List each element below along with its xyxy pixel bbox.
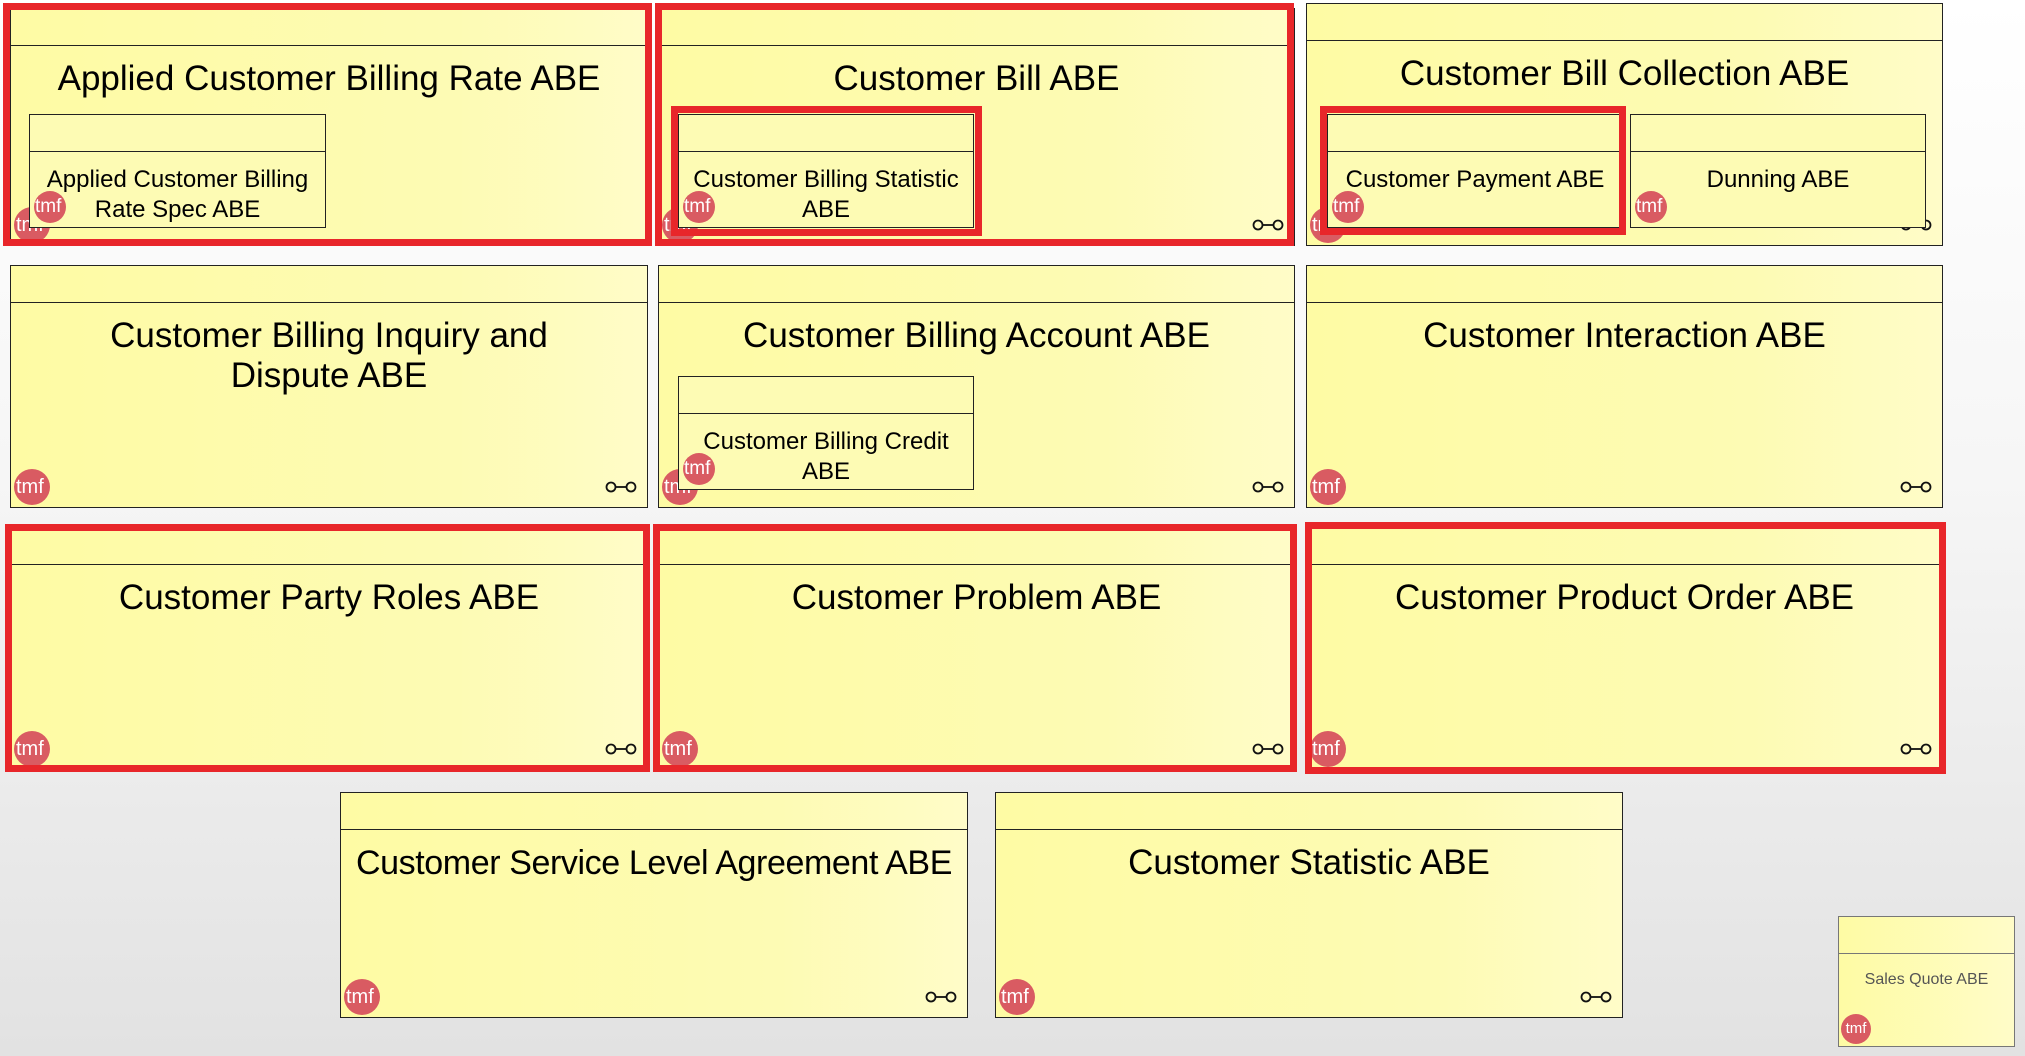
link-icon	[605, 481, 637, 493]
inner-header-tab	[1328, 115, 1622, 152]
link-icon	[1900, 743, 1932, 755]
abe-box-customer-statistic[interactable]: Customer Statistic ABE tmf	[995, 792, 1623, 1018]
box-header-tab	[1307, 266, 1942, 303]
abe-box-sales-quote[interactable]: Sales Quote ABE tmf	[1838, 916, 2015, 1047]
box-title: Sales Quote ABE	[1864, 971, 1989, 988]
tmf-logo-icon: tmf	[34, 191, 66, 223]
inner-box-label: Customer Billing Credit ABE	[703, 428, 949, 485]
tmf-logo-icon: tmf	[1332, 191, 1364, 223]
inner-header-tab	[1631, 115, 1925, 152]
tmf-logo-icon: tmf	[662, 731, 698, 767]
box-header-tab	[659, 9, 1294, 46]
inner-box-customer-billing-statistic[interactable]: Customer Billing Statistic ABE tmf	[678, 114, 974, 228]
link-icon	[925, 991, 957, 1003]
highlight-frame-customer-party-roles	[5, 524, 650, 772]
box-header-tab	[341, 793, 967, 830]
inner-header-tab	[679, 115, 973, 152]
highlight-frame-customer-payment	[1320, 106, 1626, 235]
box-header-tab	[659, 528, 1294, 565]
box-header-tab	[11, 266, 647, 303]
tmf-logo-icon: tmf	[14, 469, 50, 505]
box-title: Customer Billing Inquiry and Dispute ABE	[110, 316, 548, 395]
box-title: Customer Bill Collection ABE	[1399, 54, 1850, 93]
inner-box-dunning[interactable]: Dunning ABE tmf	[1630, 114, 1926, 228]
abe-box-customer-party-roles[interactable]: Customer Party Roles ABE tmf	[10, 527, 648, 770]
tmf-logo-icon: tmf	[1841, 1014, 1871, 1044]
inner-header-tab	[30, 115, 325, 152]
tmf-logo-icon: tmf	[683, 453, 715, 485]
link-icon	[605, 743, 637, 755]
tmf-logo-icon: tmf	[344, 979, 380, 1015]
highlight-frame-customer-billing-statistic	[671, 106, 982, 236]
abe-box-customer-problem[interactable]: Customer Problem ABE tmf	[658, 527, 1295, 770]
highlight-frame-customer-bill	[655, 3, 1294, 246]
abe-box-customer-interaction[interactable]: Customer Interaction ABE tmf	[1306, 265, 1943, 508]
box-title: Customer Statistic ABE	[1128, 843, 1490, 882]
tmf-logo-icon: tmf	[1635, 191, 1667, 223]
inner-box-applied-customer-billing-rate-spec[interactable]: Applied Customer Billing Rate Spec ABE t…	[29, 114, 326, 228]
inner-box-customer-billing-credit[interactable]: Customer Billing Credit ABE tmf	[678, 376, 974, 490]
box-header-tab	[659, 266, 1294, 303]
box-title: Customer Party Roles ABE	[118, 578, 540, 617]
abe-box-customer-billing-inquiry-dispute[interactable]: Customer Billing Inquiry and Dispute ABE…	[10, 265, 648, 508]
box-title: Customer Billing Account ABE	[743, 316, 1210, 355]
tmf-logo-icon: tmf	[683, 191, 715, 223]
box-title: Customer Product Order ABE	[1394, 578, 1855, 617]
box-title: Applied Customer Billing Rate ABE	[57, 59, 601, 98]
highlight-frame-customer-product-order	[1305, 522, 1946, 774]
box-header-tab	[996, 793, 1622, 830]
box-header-tab	[11, 528, 647, 565]
box-header-tab	[1307, 528, 1942, 565]
box-title: Customer Interaction ABE	[1423, 316, 1826, 355]
link-icon	[1252, 743, 1284, 755]
tmf-logo-icon: tmf	[1310, 469, 1346, 505]
inner-box-label: Applied Customer Billing Rate Spec ABE	[46, 166, 309, 223]
box-header-tab	[11, 9, 647, 46]
box-title: Customer Service Level Agreement ABE	[355, 844, 952, 882]
box-header-tab	[1307, 4, 1942, 41]
box-title: Customer Bill ABE	[833, 59, 1120, 98]
link-icon	[1252, 481, 1284, 493]
link-icon	[1580, 991, 1612, 1003]
abe-box-customer-service-level-agreement[interactable]: Customer Service Level Agreement ABE tmf	[340, 792, 968, 1018]
tmf-logo-icon: tmf	[1310, 731, 1346, 767]
highlight-frame-applied-customer-billing-rate	[3, 3, 652, 246]
box-title: Customer Problem ABE	[791, 578, 1162, 617]
link-icon	[1900, 481, 1932, 493]
link-icon	[1252, 219, 1284, 231]
inner-box-label: Customer Billing Statistic ABE	[693, 166, 959, 223]
highlight-frame-customer-problem	[653, 524, 1297, 772]
inner-header-tab	[679, 377, 973, 414]
tmf-logo-icon: tmf	[14, 731, 50, 767]
inner-box-customer-payment[interactable]: Customer Payment ABE tmf	[1327, 114, 1623, 228]
inner-box-label: Customer Payment ABE	[1345, 166, 1605, 193]
box-header-tab	[1839, 917, 2014, 954]
tmf-logo-icon: tmf	[999, 979, 1035, 1015]
inner-box-label: Dunning ABE	[1706, 166, 1850, 193]
